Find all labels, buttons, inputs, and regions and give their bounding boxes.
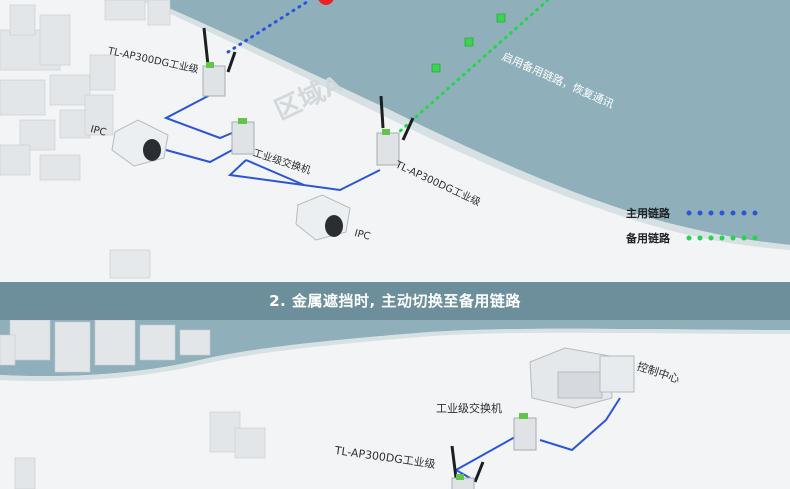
antenna <box>450 445 458 479</box>
legend-backup-dots <box>686 235 758 241</box>
scene1-switch <box>231 118 255 155</box>
legend-primary-label: 主用链路 <box>626 207 670 220</box>
scene1-riverbank <box>140 0 790 250</box>
antenna <box>226 51 237 73</box>
scene2-land <box>0 365 620 489</box>
antenna <box>401 117 415 141</box>
legend-backup-label: 备用链路 <box>626 232 670 245</box>
section-title: 2. 金属遮挡时, 主动切换至备用链路 <box>269 292 521 310</box>
legend-primary-dots <box>686 210 758 216</box>
scene1-ap2 <box>376 95 415 166</box>
scene2-city <box>0 319 266 489</box>
scene1-backup-markers <box>431 13 506 73</box>
scene1-ipc1-camera <box>111 119 169 167</box>
scene1-ipc2-camera <box>295 194 351 241</box>
scene1-city <box>0 0 171 181</box>
antenna <box>473 461 485 483</box>
scene1-cables <box>163 94 381 192</box>
scene2-switch <box>513 413 537 451</box>
antenna <box>379 95 385 129</box>
scene2-ap <box>450 445 485 489</box>
section-banner: 2. 金属遮挡时, 主动切换至备用链路 <box>0 282 790 320</box>
scene1-city-right <box>109 249 151 279</box>
control-center-building <box>529 347 635 409</box>
scene2-switch-label: 工业级交换机 <box>436 402 502 415</box>
scene1-river <box>150 0 790 245</box>
scene1-alert-marker <box>318 0 334 5</box>
scene1-backup-link <box>388 0 550 142</box>
scene2-riverbank <box>0 328 790 382</box>
scene1-ap1 <box>202 27 237 97</box>
antenna <box>202 27 210 66</box>
scene1-primary-link <box>226 0 312 54</box>
